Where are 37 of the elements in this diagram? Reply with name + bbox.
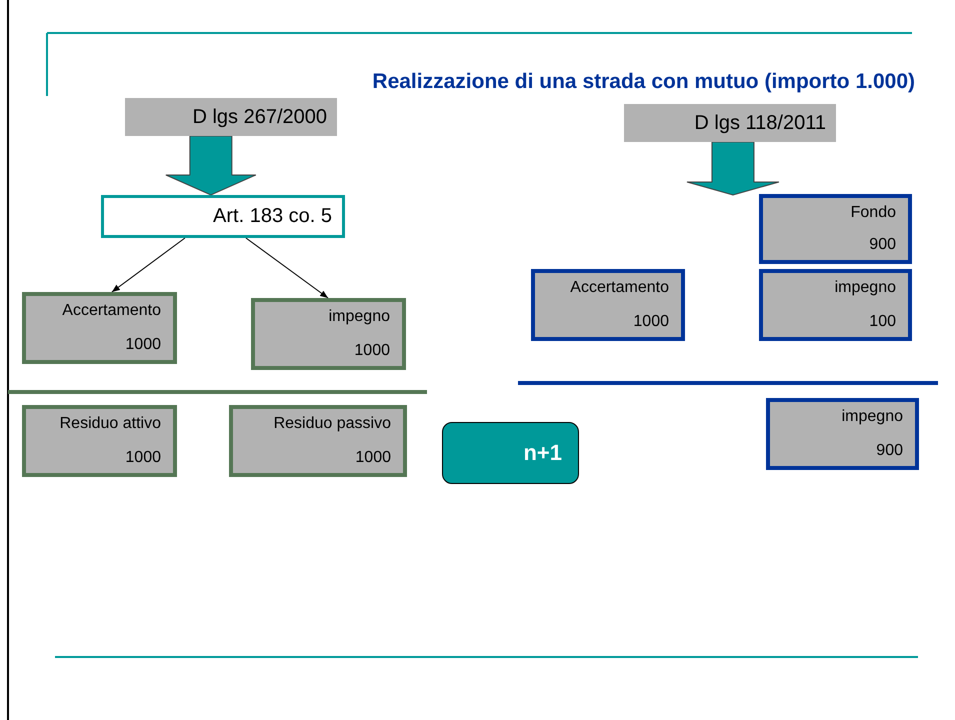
box-heading: Fondo <box>850 204 896 222</box>
account-box <box>22 405 177 477</box>
box-heading: impegno <box>842 408 903 426</box>
period-box <box>442 422 579 484</box>
account-box <box>229 405 407 477</box>
box-value: 1000 <box>125 336 161 354</box>
box-label: n+1 <box>523 440 562 466</box>
box-value: 1000 <box>633 313 669 331</box>
box-value: 900 <box>869 236 896 254</box>
box-label: D lgs 118/2011 <box>694 112 826 134</box>
box-value: 1000 <box>354 342 390 360</box>
box-label: Art. 183 co. 5 <box>213 205 332 228</box>
label-box <box>125 98 337 136</box>
box-heading: Residuo attivo <box>60 415 161 433</box>
account-box <box>22 292 177 364</box>
slide-title: Realizzazione di una strada con mutuo (importo 1.000) <box>372 70 915 94</box>
article-box <box>101 195 345 238</box>
account-box <box>251 298 406 370</box>
arrow <box>245 238 329 298</box>
account-box <box>759 194 912 264</box>
box-value: 1000 <box>355 449 391 467</box>
account-box <box>766 398 919 470</box>
box-value: 100 <box>869 313 896 331</box>
block-arrow <box>165 136 256 196</box>
box-heading: Residuo passivo <box>274 415 391 433</box>
box-label: D lgs 267/2000 <box>192 106 327 128</box>
block-arrow <box>686 142 780 196</box>
arrow <box>111 238 186 292</box>
box-heading: Accertamento <box>62 302 161 320</box>
box-heading: Accertamento <box>570 279 669 297</box>
box-value: 1000 <box>125 449 161 467</box>
account-box <box>759 269 912 341</box>
account-box <box>531 269 685 341</box>
box-heading: impegno <box>328 308 390 326</box>
box-value: 900 <box>876 442 903 460</box>
box-heading: impegno <box>834 279 896 297</box>
label-box <box>624 104 836 142</box>
